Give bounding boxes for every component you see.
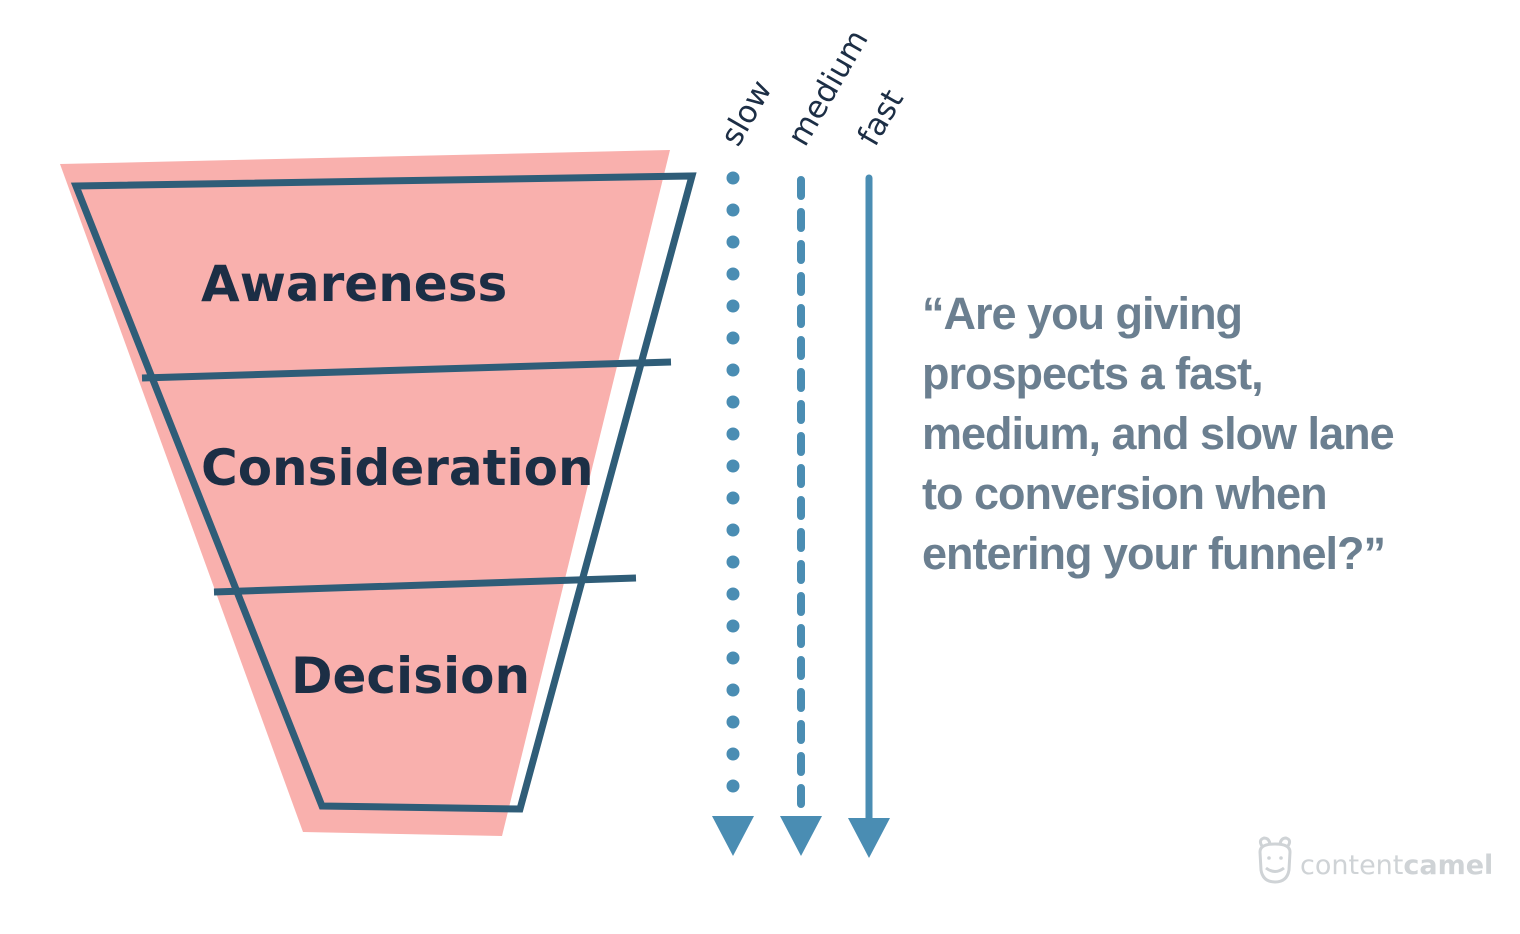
quote-line: “Are you giving [922, 288, 1243, 339]
stage-label-decision: Decision [291, 647, 530, 705]
quote-text: “Are you giving prospects a fast, medium… [922, 284, 1502, 584]
brand-wordmark: contentcamel [1300, 850, 1493, 881]
lane-label-fast: fast [851, 84, 911, 152]
stage-label-awareness: Awareness [201, 255, 507, 313]
quote-line: medium, and slow lane [922, 408, 1395, 459]
stage-label-consideration: Consideration [201, 439, 594, 497]
lane-arrow-slow-head [712, 816, 754, 856]
lane-arrow-fast-head [848, 818, 890, 858]
quote-line: prospects a fast, [922, 348, 1264, 399]
funnel-fill [60, 150, 670, 836]
quote-line: entering your funnel?” [922, 528, 1386, 579]
lane-arrow-medium-head [780, 816, 822, 856]
camel-face-icon [1258, 836, 1292, 884]
lane-label-slow: slow [714, 74, 780, 152]
funnel-divider-1 [141, 358, 672, 382]
funnel-divider-2 [213, 574, 637, 596]
brand-wordmark-part1: content [1300, 850, 1403, 881]
brand-wordmark-part2: camel [1403, 850, 1493, 881]
funnel-outline [70, 172, 697, 813]
quote-line: to conversion when [922, 468, 1328, 519]
